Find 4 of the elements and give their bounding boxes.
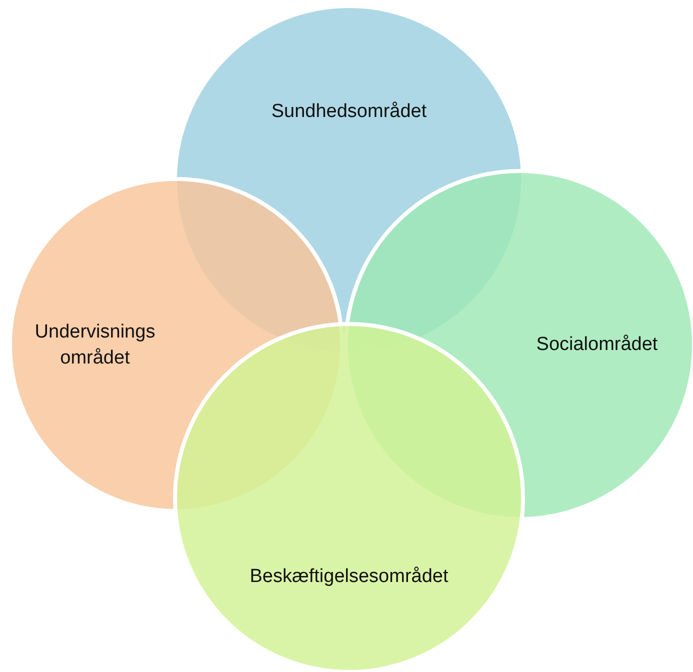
circle-label: Beskæftigelsesområdet [248, 565, 450, 590]
circle-label: Socialområdet [535, 333, 659, 358]
circle-label: Sundhedsområdet [270, 100, 428, 124]
circle-label: Undervisnings området [34, 320, 156, 370]
